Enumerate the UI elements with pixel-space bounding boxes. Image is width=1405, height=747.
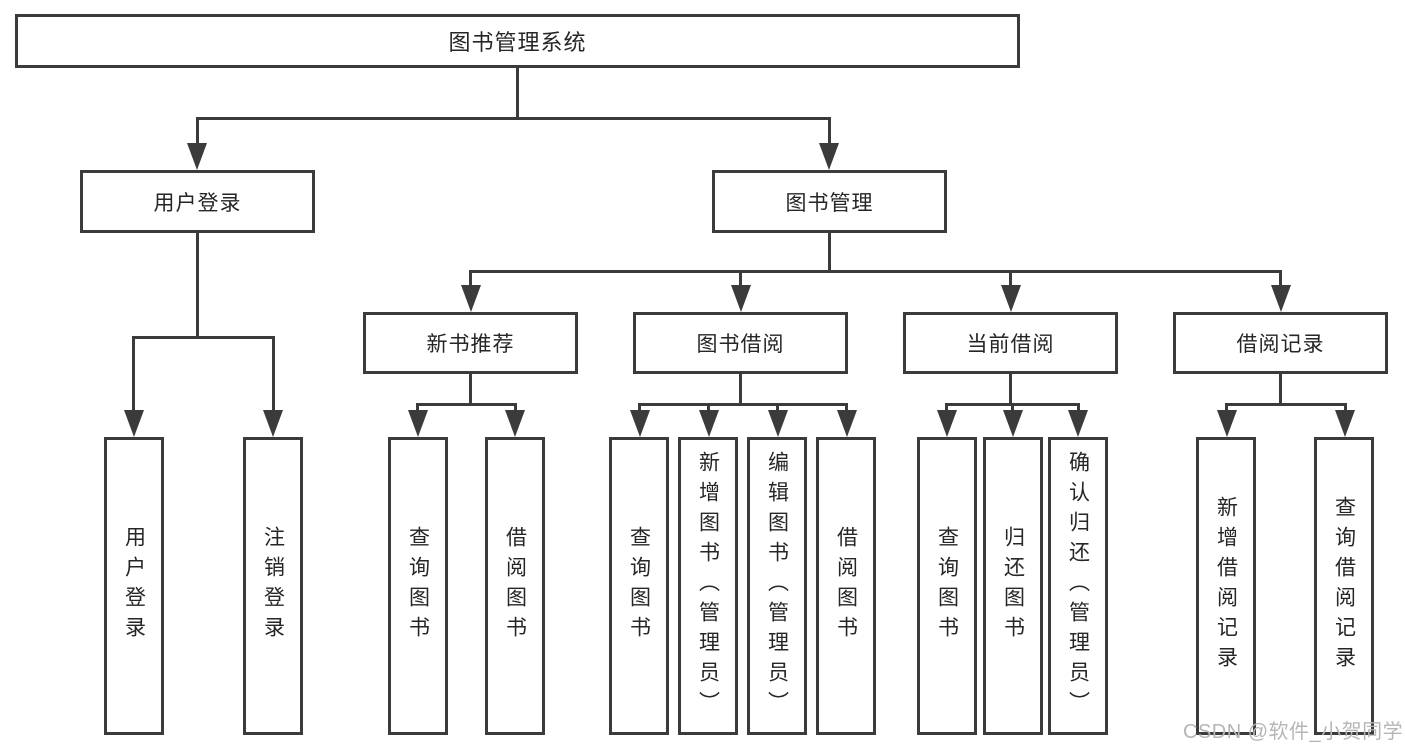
- node-label: 新书推荐: [426, 333, 515, 356]
- arrowhead-down-icon: [1217, 410, 1237, 437]
- connector-line: [1009, 374, 1012, 405]
- leaf-return-books: 归还图书: [983, 437, 1043, 735]
- leaf-add-books-admin: 新增图书（管理员）: [678, 437, 738, 735]
- node-label: 新增图书（管理员）: [696, 451, 720, 721]
- node-label: 查询图书: [935, 526, 959, 646]
- node-label: 借阅图书: [834, 526, 858, 646]
- node-label: 图书管理系统: [448, 30, 587, 55]
- leaf-query-books: 查询图书: [917, 437, 977, 735]
- leaf-user-login: 用户登录: [104, 437, 164, 735]
- arrowhead-down-icon: [187, 143, 207, 170]
- arrowhead-down-icon: [819, 143, 839, 170]
- connector-line: [469, 270, 472, 286]
- arrowhead-down-icon: [461, 285, 481, 312]
- arrowhead-down-icon: [1271, 285, 1291, 312]
- node-book-borrowing: 图书借阅: [633, 312, 848, 374]
- node-label: 注销登录: [261, 526, 285, 646]
- leaf-query-books: 查询图书: [388, 437, 448, 735]
- connector-line: [739, 270, 742, 286]
- connector-line: [1279, 374, 1282, 405]
- leaf-confirm-return-admin: 确认归还（管理员）: [1048, 437, 1108, 735]
- connector-line: [272, 336, 275, 412]
- leaf-logout: 注销登录: [243, 437, 303, 735]
- arrowhead-down-icon: [1001, 285, 1021, 312]
- node-label: 查询借阅记录: [1332, 496, 1356, 676]
- connector-line: [416, 403, 517, 406]
- node-label: 用户登录: [153, 191, 242, 215]
- node-label: 借阅图书: [503, 526, 527, 646]
- node-label: 查询图书: [627, 526, 651, 646]
- node-label: 查询图书: [406, 526, 430, 646]
- leaf-add-borrow-record: 新增借阅记录: [1196, 437, 1256, 735]
- node-current-borrowing: 当前借阅: [903, 312, 1118, 374]
- connector-line: [707, 403, 710, 412]
- connector-line: [514, 403, 517, 412]
- leaf-borrow-books: 借阅图书: [485, 437, 545, 735]
- node-label: 新增借阅记录: [1214, 496, 1238, 676]
- node-root-library-system: 图书管理系统: [15, 14, 1020, 68]
- node-new-book-recommend: 新书推荐: [363, 312, 578, 374]
- leaf-edit-books-admin: 编辑图书（管理员）: [747, 437, 807, 735]
- connector-line: [776, 403, 779, 412]
- node-label: 确认归还（管理员）: [1066, 451, 1090, 721]
- leaf-borrow-books: 借阅图书: [816, 437, 876, 735]
- connector-line: [469, 374, 472, 405]
- arrowhead-down-icon: [937, 410, 957, 437]
- arrowhead-down-icon: [505, 410, 525, 437]
- connector-line: [1009, 270, 1012, 286]
- arrowhead-down-icon: [124, 410, 144, 437]
- node-label: 图书借阅: [696, 333, 785, 356]
- connector-line: [516, 68, 519, 120]
- connector-line: [1225, 403, 1228, 412]
- connector-line: [196, 117, 831, 120]
- arrowhead-down-icon: [731, 285, 751, 312]
- connector-line: [132, 336, 275, 339]
- arrowhead-down-icon: [1003, 410, 1023, 437]
- connector-line: [416, 403, 419, 412]
- node-label: 图书管理: [785, 191, 874, 215]
- connector-line: [196, 233, 199, 339]
- connector-line: [845, 403, 848, 412]
- connector-line: [638, 403, 641, 412]
- arrowhead-down-icon: [263, 410, 283, 437]
- connector-line: [739, 374, 742, 405]
- node-user-login: 用户登录: [80, 170, 315, 233]
- connector-line: [828, 233, 831, 273]
- arrowhead-down-icon: [699, 410, 719, 437]
- node-label: 当前借阅: [966, 333, 1055, 356]
- connector-line: [945, 403, 948, 412]
- connector-line: [196, 117, 199, 145]
- connector-line: [828, 117, 831, 145]
- connector-line: [1344, 403, 1347, 412]
- node-label: 用户登录: [122, 526, 146, 646]
- leaf-query-books: 查询图书: [609, 437, 669, 735]
- arrowhead-down-icon: [768, 410, 788, 437]
- connector-line: [1225, 403, 1347, 406]
- node-book-management: 图书管理: [712, 170, 947, 233]
- arrowhead-down-icon: [630, 410, 650, 437]
- node-label: 编辑图书（管理员）: [765, 451, 789, 721]
- connector-line: [132, 336, 135, 412]
- csdn-watermark: CSDN @软件_小贺同学: [1183, 721, 1404, 743]
- connector-line: [1279, 270, 1282, 286]
- connector-line: [1077, 403, 1080, 412]
- node-borrowing-records: 借阅记录: [1173, 312, 1388, 374]
- connector-line: [638, 403, 848, 406]
- connector-line: [469, 270, 1282, 273]
- arrowhead-down-icon: [837, 410, 857, 437]
- arrowhead-down-icon: [1335, 410, 1355, 437]
- arrowhead-down-icon: [1068, 410, 1088, 437]
- node-label: 归还图书: [1001, 526, 1025, 646]
- arrowhead-down-icon: [408, 410, 428, 437]
- leaf-query-borrow-record: 查询借阅记录: [1314, 437, 1374, 735]
- connector-line: [1011, 403, 1014, 412]
- node-label: 借阅记录: [1236, 333, 1325, 356]
